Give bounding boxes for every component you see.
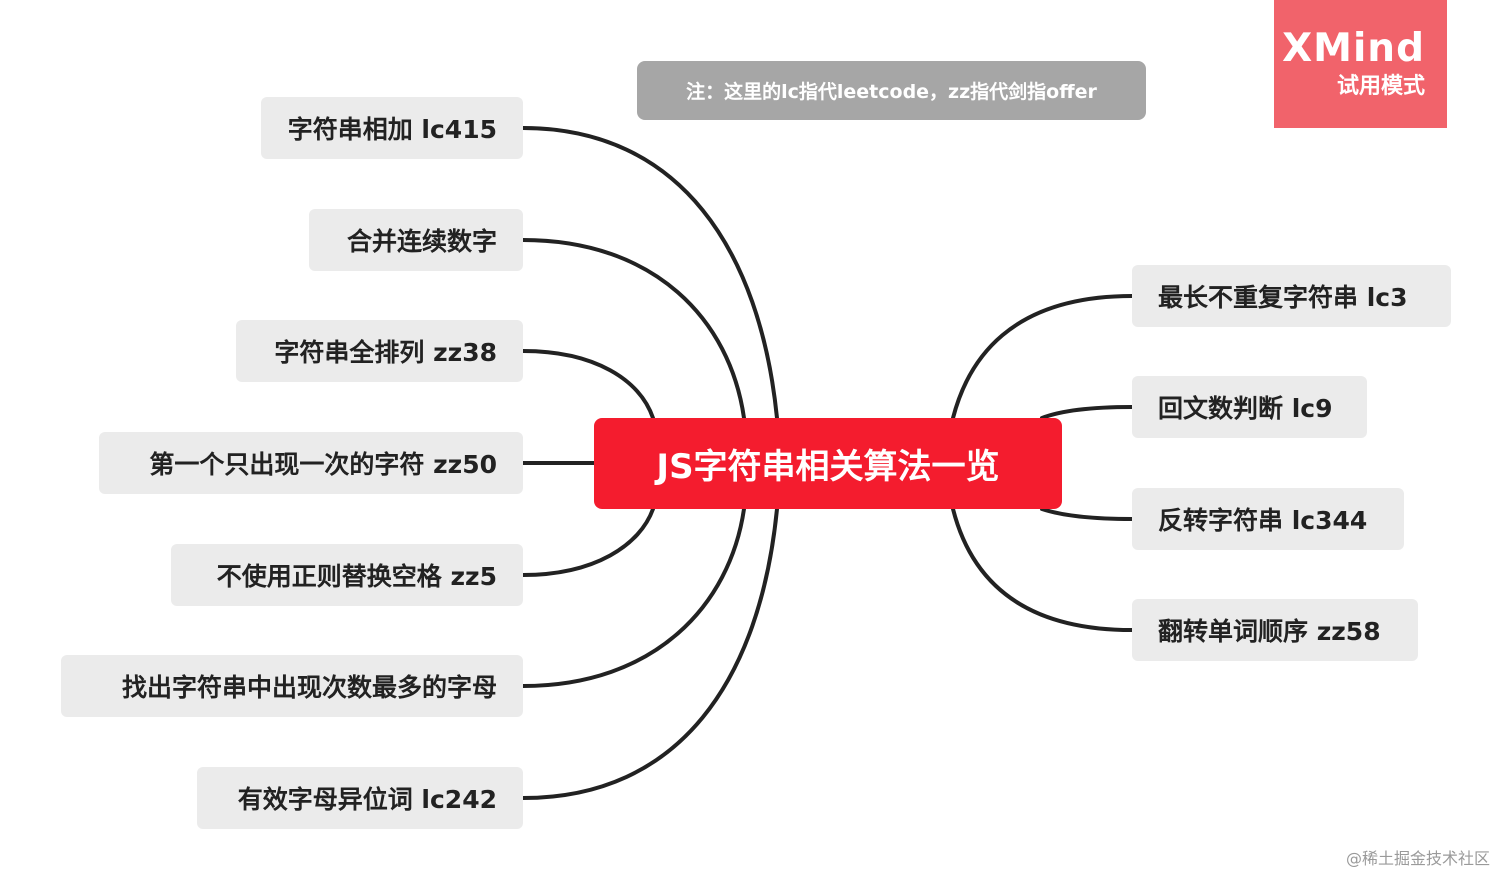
connector-right-3 [1040, 507, 1134, 521]
topic-label: 翻转单词顺序 zz58 [1158, 617, 1381, 646]
topic-label: 有效字母异位词 lc242 [237, 785, 497, 814]
topic-left-4[interactable]: 第一个只出现一次的字符 zz50 [99, 432, 523, 494]
connector-left-7 [521, 507, 779, 800]
topic-right-4[interactable]: 翻转单词顺序 zz58 [1132, 599, 1418, 661]
watermark: @稀土掘金技术社区 [1346, 845, 1490, 869]
xmind-brand: XMind [1282, 26, 1425, 71]
connector-left-2 [521, 238, 746, 420]
topic-left-7[interactable]: 有效字母异位词 lc242 [197, 767, 523, 829]
topic-left-3[interactable]: 字符串全排列 zz38 [236, 320, 523, 382]
topic-label: 不使用正则替换空格 zz5 [216, 562, 497, 591]
topic-left-1[interactable]: 字符串相加 lc415 [261, 97, 523, 159]
connector-left-5 [521, 507, 655, 577]
topic-right-3[interactable]: 反转字符串 lc344 [1132, 488, 1404, 550]
watermark-text: @稀土掘金技术社区 [1345, 849, 1490, 868]
xmind-trial-badge[interactable]: XMind 试用模式 [1274, 0, 1447, 128]
note-box[interactable]: 注：这里的lc指代leetcode，zz指代剑指offer [637, 61, 1146, 120]
note-text: 注：这里的lc指代leetcode，zz指代剑指offer [686, 81, 1097, 103]
topic-label: 字符串相加 lc415 [287, 115, 497, 144]
connector-left-3 [521, 349, 655, 420]
topic-right-2[interactable]: 回文数判断 lc9 [1132, 376, 1367, 438]
connector-left-6 [521, 507, 746, 688]
topic-label: 找出字符串中出现次数最多的字母 [121, 673, 497, 702]
connector-right-2 [1040, 405, 1134, 420]
topic-label: 第一个只出现一次的字符 zz50 [149, 450, 497, 479]
connector-right-1 [951, 294, 1134, 420]
topic-left-2[interactable]: 合并连续数字 [309, 209, 523, 271]
topic-left-6[interactable]: 找出字符串中出现次数最多的字母 [61, 655, 523, 717]
root-topic[interactable]: JS字符串相关算法一览 [594, 418, 1062, 509]
connector-right-4 [951, 507, 1134, 632]
topic-label: 最长不重复字符串 lc3 [1158, 283, 1408, 312]
topic-right-1[interactable]: 最长不重复字符串 lc3 [1132, 265, 1451, 327]
root-topic-label: JS字符串相关算法一览 [656, 447, 1000, 487]
topic-label: 合并连续数字 [346, 227, 497, 256]
topic-left-5[interactable]: 不使用正则替换空格 zz5 [171, 544, 523, 606]
topic-label: 回文数判断 lc9 [1158, 394, 1333, 423]
connector-left-1 [521, 126, 779, 420]
topic-label: 反转字符串 lc344 [1158, 506, 1368, 535]
topic-label: 字符串全排列 zz38 [274, 338, 497, 367]
trial-mode-label: 试用模式 [1336, 74, 1425, 99]
